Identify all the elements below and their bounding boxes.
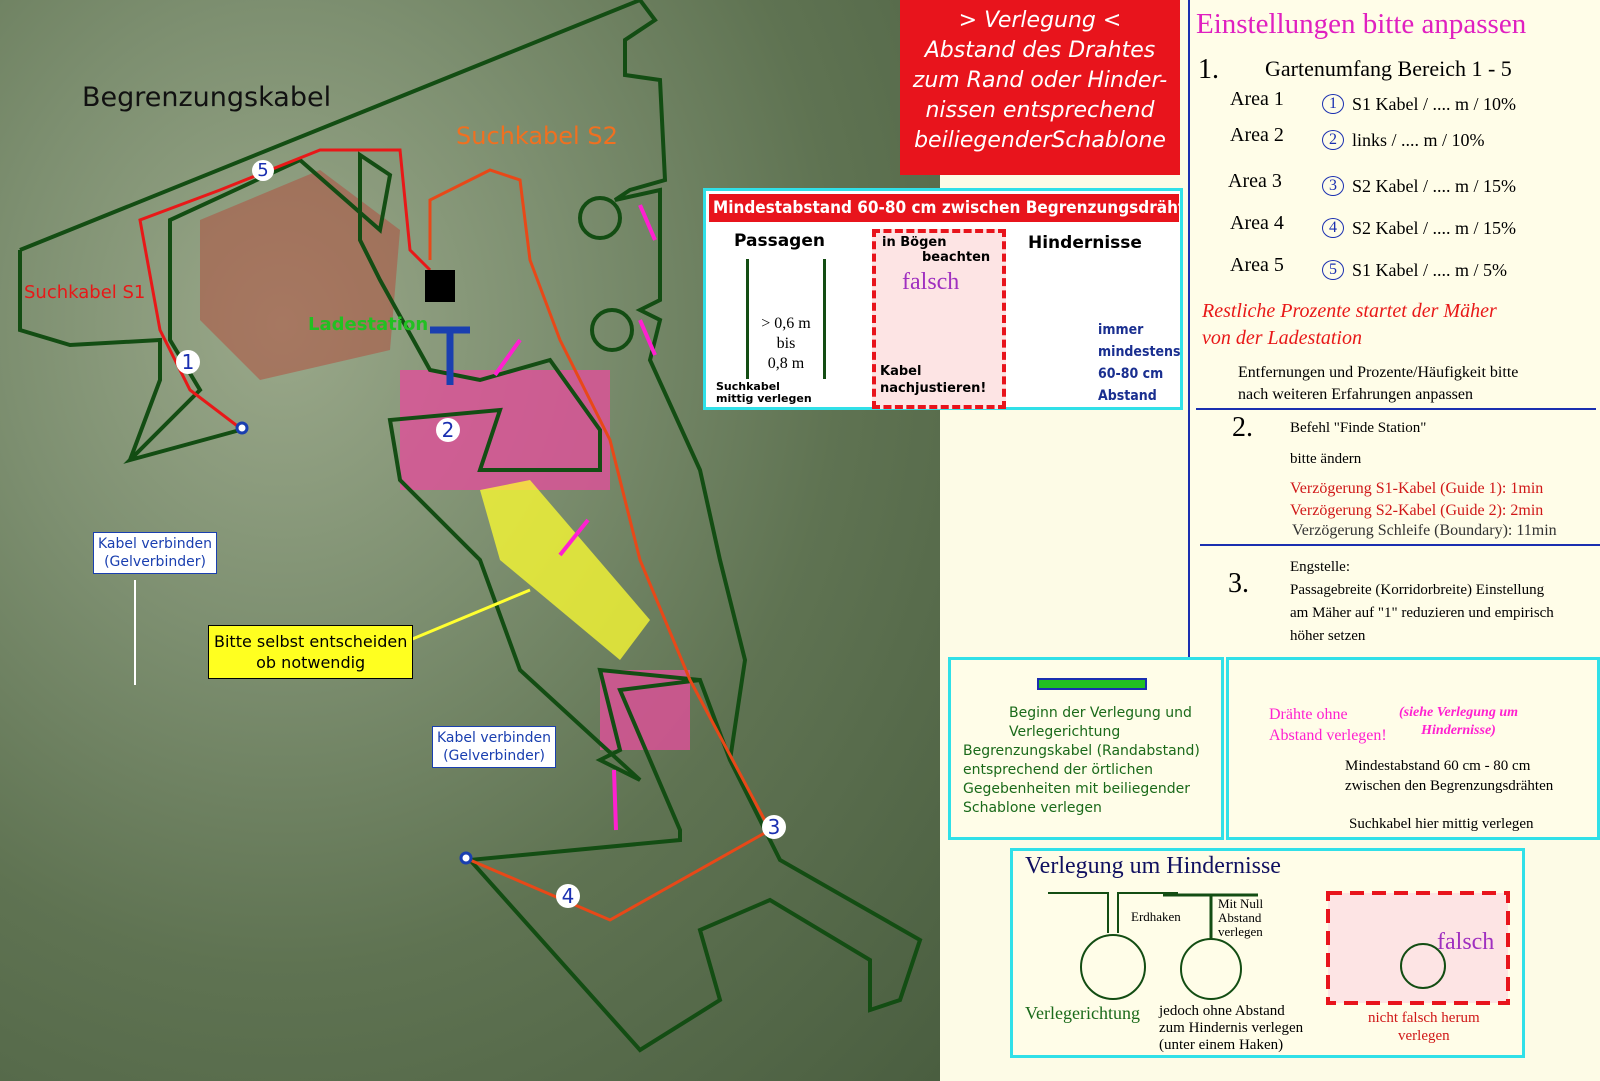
area-label: Area 3: [1228, 170, 1282, 192]
aerial-map: Begrenzungskabel Suchkabel S2 Suchkabel …: [0, 0, 940, 1081]
area-value: S2 Kabel / .... m / 15%: [1352, 218, 1516, 238]
house: [200, 170, 400, 380]
corridor-note: Engstelle:Passagebreite (Korridorbreite)…: [1290, 559, 1554, 644]
settings-panel: Einstellungen bitte anpassen 1. Gartenum…: [1188, 0, 1600, 660]
area-value: S1 Kabel / .... m / 10%: [1352, 94, 1516, 114]
section-number: 1.: [1198, 54, 1219, 85]
area-value: S1 Kabel / .... m / 5%: [1352, 260, 1507, 280]
section-number: 3.: [1228, 568, 1249, 599]
passagen-heading: Passagen: [734, 231, 825, 251]
connector-point: [459, 851, 473, 865]
boundary-label: Begrenzungskabel: [82, 82, 332, 113]
star-marker-icon: 2: [1322, 130, 1344, 150]
station-label: Ladestation: [308, 314, 429, 335]
star-marker-icon: 3: [1322, 176, 1344, 196]
area-marker: 5: [252, 160, 274, 181]
area-value: links / .... m / 10%: [1352, 130, 1485, 150]
boundary-wire: [18, 0, 923, 1053]
pink-arrows: [493, 204, 657, 831]
charging-station: [425, 270, 455, 302]
area-marker: 2: [436, 418, 460, 442]
star-marker-icon: 4: [1322, 218, 1344, 238]
area-label: Area 5: [1230, 254, 1284, 276]
obstacle: [590, 308, 634, 352]
s2-label: Suchkabel S2: [456, 122, 618, 150]
area-label: Area 4: [1230, 212, 1284, 234]
spacing-title: Mindestabstand 60-80 cm zwischen Begrenz…: [709, 194, 1179, 222]
spacing-panel: Mindestabstand 60-80 cm zwischen Begrenz…: [703, 188, 1183, 410]
falsch-label: falsch: [902, 269, 960, 295]
text: bitte ändern: [1290, 451, 1362, 467]
falsch-label: falsch: [1437, 929, 1495, 955]
text: Verzögerung Schleife (Boundary): 11min: [1292, 522, 1557, 539]
star-marker-icon: 5: [1322, 260, 1344, 280]
hooks-label: Erdhaken: [1131, 909, 1181, 924]
area-label: Area 1: [1230, 88, 1284, 110]
section-number: 2.: [1232, 412, 1253, 443]
section-heading: Gartenumfang Bereich 1 - 5: [1265, 56, 1512, 81]
connector-point: [235, 421, 249, 435]
connector-callout: Kabel verbinden(Gelverbinder): [93, 532, 218, 574]
start-arrow: [430, 326, 470, 385]
area-marker: 1: [176, 350, 200, 374]
s1-label: Suchkabel S1: [24, 282, 146, 303]
connector-callout: Kabel verbinden(Gelverbinder): [432, 726, 557, 768]
optional-area: [480, 480, 650, 660]
start-arrow-icon: [1037, 678, 1147, 690]
area-marker: 3: [762, 815, 786, 839]
mid-note: Suchkabel hier mittig verlegen: [1349, 816, 1534, 832]
area-label: Area 2: [1230, 124, 1284, 146]
s2-wire: [428, 168, 773, 922]
text: Befehl "Finde Station": [1290, 420, 1427, 436]
area-value: S2 Kabel / .... m / 15%: [1352, 176, 1516, 196]
cable-layout: [18, 0, 923, 1053]
adjust-note: Entfernungen und Prozente/Häufigkeit bit…: [1238, 364, 1519, 403]
obstacles-title: Verlegung um Hindernisse: [1025, 853, 1281, 879]
hindernisse-heading: Hindernisse: [1028, 233, 1142, 253]
direction-label: Verlegerichtung: [1025, 1003, 1140, 1023]
obstacles-panel: Verlegung um Hindernisse Verlegerichtung…: [1010, 848, 1525, 1058]
settings-title: Einstellungen bitte anpassen: [1196, 8, 1527, 40]
star-marker-icon: 1: [1322, 94, 1344, 114]
obstacle: [578, 196, 622, 240]
area-marker: 4: [556, 884, 580, 908]
